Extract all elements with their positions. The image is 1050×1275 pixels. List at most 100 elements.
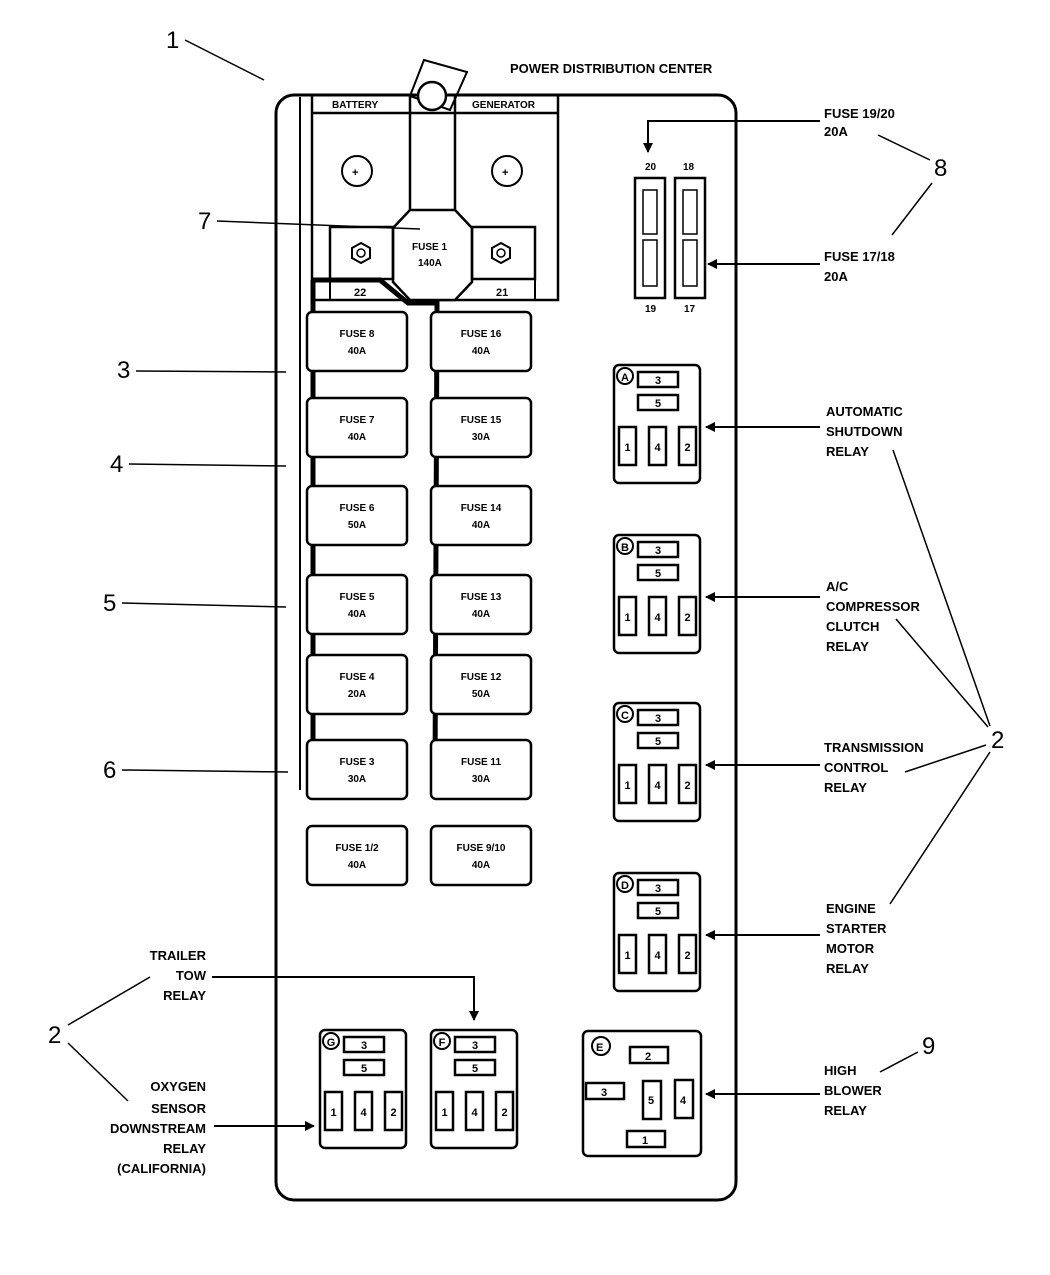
relay-label-line: MOTOR — [826, 941, 875, 956]
relay-pin: 5 — [655, 736, 661, 748]
oxygen-label-line: OXYGEN — [150, 1079, 206, 1094]
battery-label: BATTERY — [332, 100, 378, 111]
trailer-tow-label: TRAILER TOW RELAY — [150, 948, 207, 1003]
relay-pin: 3 — [655, 545, 661, 557]
fuse-rating: 30A — [472, 432, 490, 443]
relay-id: D — [621, 880, 629, 892]
relay-pin: 5 — [655, 398, 661, 410]
leader-2-asd — [892, 449, 991, 727]
relay-label-line: TRANSMISSION — [824, 740, 924, 755]
trailer-label-line: RELAY — [163, 988, 206, 1003]
callout-4: 4 — [110, 451, 123, 478]
plus-glyph: + — [502, 167, 508, 179]
fuse-name: FUSE 14 — [461, 503, 502, 514]
relay-pin: 4 — [654, 950, 661, 962]
trailer-label-line: TOW — [176, 968, 207, 983]
mini-fuse-17-label: 17 — [684, 304, 696, 315]
callout-6: 6 — [103, 757, 116, 784]
relay-pin: 1 — [624, 442, 630, 454]
trailer-label-line: TRAILER — [150, 948, 207, 963]
leader-fuse-19-20 — [643, 120, 820, 153]
fuse-name: FUSE 9/10 — [457, 843, 506, 854]
relay-pin: 3 — [655, 713, 661, 725]
callout-7: 7 — [198, 208, 211, 235]
relay-pin: 5 — [655, 568, 661, 580]
leader-8b — [891, 182, 933, 236]
fuse-name: FUSE 5 — [339, 592, 374, 603]
relay-pin: 5 — [655, 906, 661, 918]
fuse-name: FUSE 12 — [461, 672, 502, 683]
relay-pin: 3 — [601, 1087, 607, 1099]
fuse-fuse15: FUSE 15 30A — [429, 396, 533, 459]
relay-label-line: SHUTDOWN — [826, 424, 903, 439]
relay-label-line: COMPRESSOR — [826, 599, 921, 614]
oxygen-sensor-label: OXYGEN SENSOR DOWNSTREAM RELAY (CALIFORN… — [110, 1079, 207, 1176]
fuse-rating: 40A — [472, 346, 490, 357]
fuse-19-20-name: FUSE 19/20 — [824, 106, 895, 121]
callout-9: 9 — [922, 1033, 935, 1060]
relay-e-id: E — [596, 1042, 603, 1054]
relay-pin: 1 — [642, 1135, 648, 1147]
fuse-name: FUSE 1/2 — [335, 843, 379, 854]
relay-pin: 4 — [654, 612, 661, 624]
relay-id: G — [327, 1037, 336, 1049]
relay-e: E 2 3 5 4 1 — [581, 1029, 703, 1158]
relay-pin: 1 — [330, 1107, 336, 1119]
fuse-name: FUSE 7 — [339, 415, 374, 426]
fuse-rating: 40A — [472, 520, 490, 531]
terminal-block: BATTERY GENERATOR + + FUSE 1 140A 22 21 — [310, 58, 560, 302]
oxygen-label-line: DOWNSTREAM — [110, 1121, 206, 1136]
callout-2-left: 2 — [48, 1022, 61, 1049]
battery-positive-icon — [341, 155, 373, 187]
relay-label-line: CONTROL — [824, 760, 888, 775]
relay-pin: 4 — [680, 1095, 687, 1107]
mini-fuse-19-label: 19 — [645, 304, 657, 315]
oxygen-label-line: RELAY — [163, 1141, 206, 1156]
leader-5 — [121, 602, 287, 608]
fuse-name: FUSE 15 — [461, 415, 502, 426]
relay-pin: 2 — [684, 950, 690, 962]
fuse-name: FUSE 3 — [339, 757, 374, 768]
relay-pin: 1 — [624, 780, 630, 792]
fuse-19-20-rating: 20A — [824, 124, 848, 139]
leader-8a — [877, 134, 931, 161]
fuse-fuse7: FUSE 7 40A — [305, 396, 409, 459]
fuse-rating: 20A — [348, 689, 366, 700]
fuse-fuse14: FUSE 14 40A — [429, 484, 533, 547]
relay-pin: 4 — [360, 1107, 367, 1119]
high-blower-label-line: RELAY — [824, 1103, 867, 1118]
mini-fuse-20-label: 20 — [645, 162, 657, 173]
relay-id: C — [621, 710, 629, 722]
relay-label-line: RELAY — [826, 961, 869, 976]
relay-pin: 2 — [501, 1107, 507, 1119]
leader-9 — [879, 1051, 919, 1073]
callout-1: 1 — [166, 27, 179, 54]
high-blower-label-line: HIGH — [824, 1063, 857, 1078]
fuse-rating: 40A — [348, 609, 366, 620]
fuse-fuse5: FUSE 5 40A — [305, 573, 409, 636]
fuse-name: FUSE 16 — [461, 329, 502, 340]
relay-label-line: RELAY — [826, 639, 869, 654]
diagram-title: POWER DISTRIBUTION CENTER — [510, 61, 713, 76]
mini-fuse-block: 20 18 19 17 — [633, 162, 707, 315]
relay-pin: 3 — [472, 1040, 478, 1052]
fuse-rating: 40A — [348, 432, 366, 443]
relay-pin: 3 — [361, 1040, 367, 1052]
relay-pin: 1 — [441, 1107, 447, 1119]
leader-2-ac — [895, 618, 989, 728]
fuse-17-18-rating: 20A — [824, 269, 848, 284]
fuse-rating: 50A — [348, 520, 366, 531]
